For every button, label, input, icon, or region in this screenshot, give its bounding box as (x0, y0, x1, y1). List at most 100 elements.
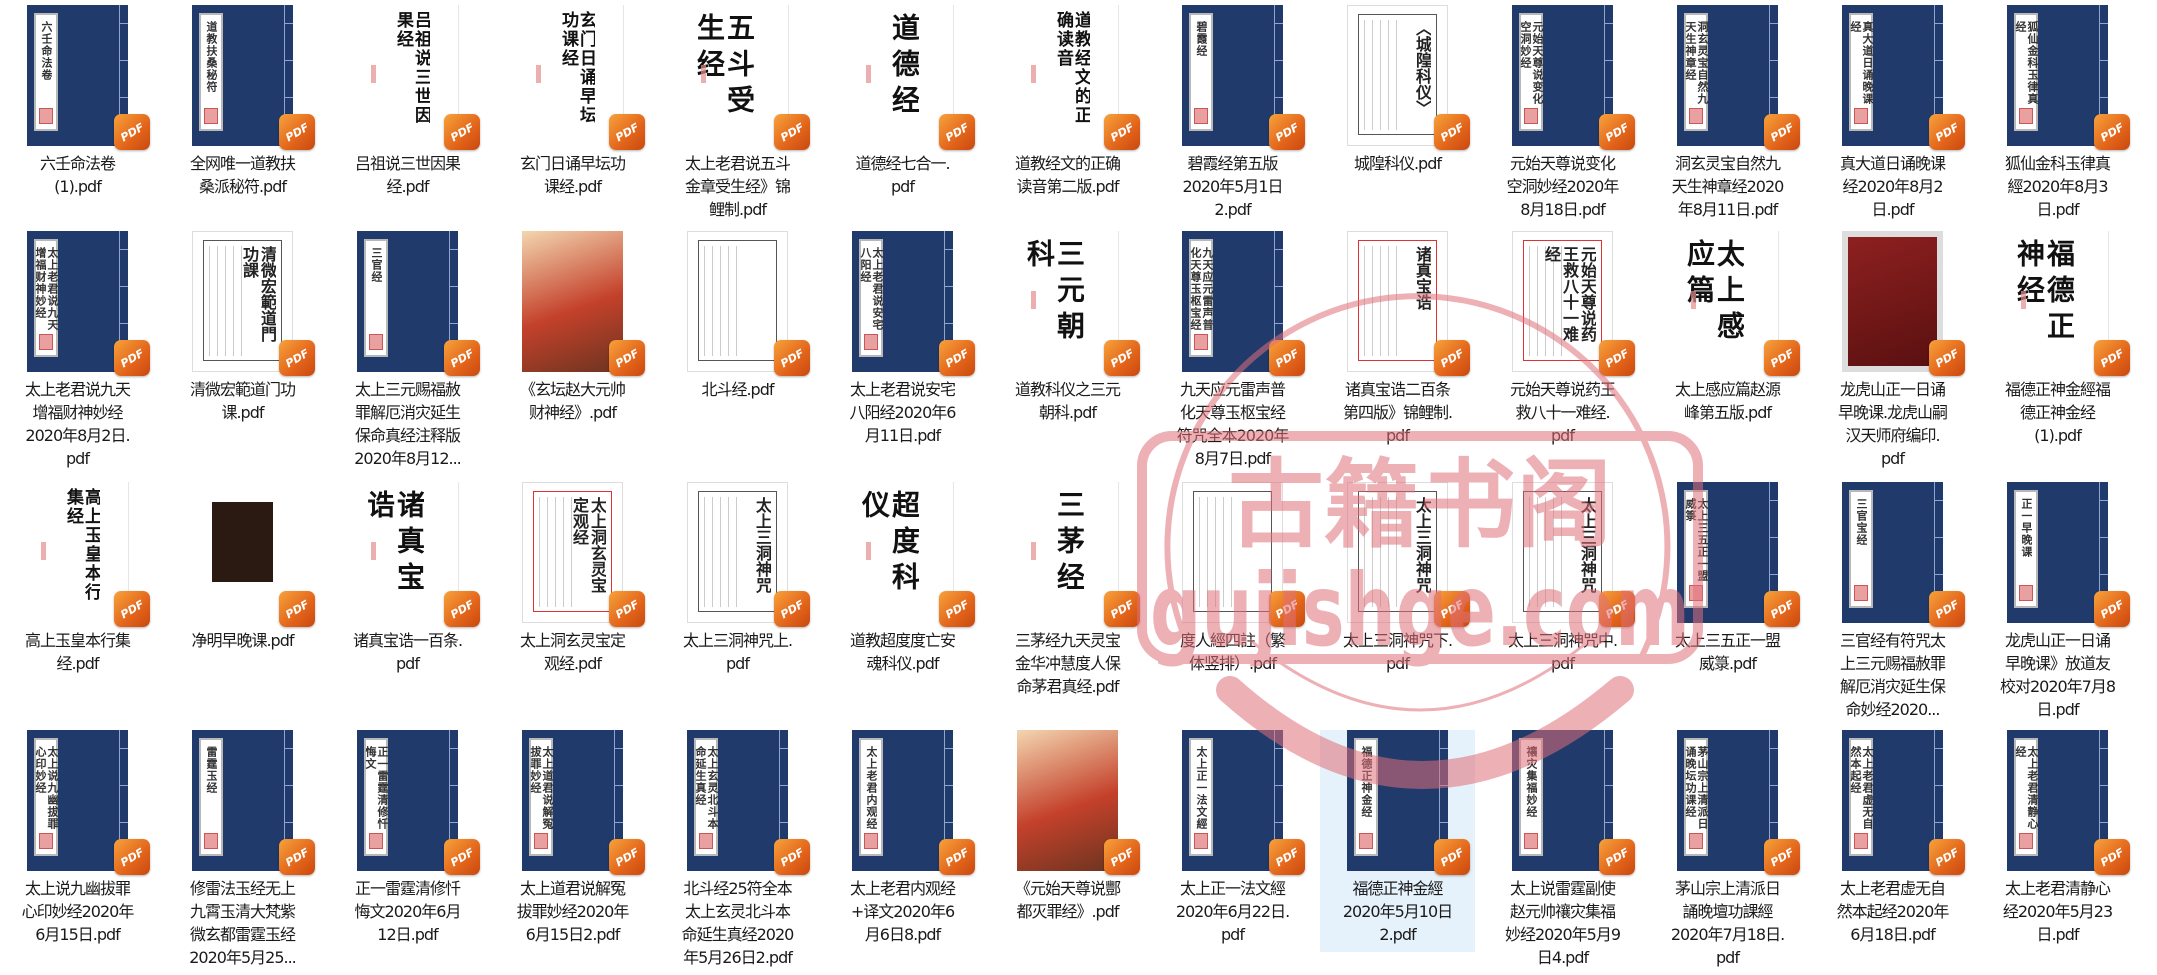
file-item[interactable]: PDF《玄坛赵大元帅 财神经》.pdf (495, 231, 650, 430)
file-thumbnail[interactable]: PDF (1815, 231, 1970, 376)
file-thumbnail[interactable]: PDF (1155, 482, 1310, 627)
file-thumbnail[interactable]: PDF (495, 231, 650, 376)
file-thumbnail[interactable]: 〈城隍科仪〉PDF (1320, 5, 1475, 150)
file-thumbnail[interactable]: PDF (990, 730, 1145, 875)
file-item[interactable]: PDF《元始天尊说酆 都灭罪经》.pdf (990, 730, 1145, 929)
file-thumbnail[interactable]: PDF (165, 482, 320, 627)
file-thumbnail[interactable]: PDF (660, 231, 815, 376)
